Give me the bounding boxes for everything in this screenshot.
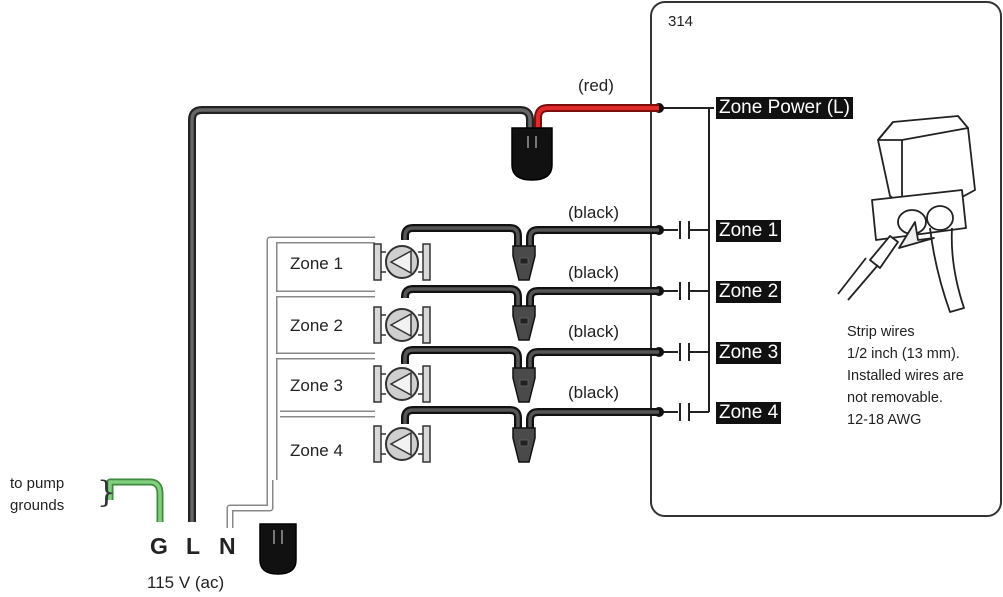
ground-note-line1: to pump <box>10 475 65 492</box>
pump-icon-zone1 <box>373 243 431 281</box>
terminal-label-zone4: Zone 4 <box>716 402 782 424</box>
wire-color-black-zone2: (black) <box>568 263 620 282</box>
controller-model: 314 <box>668 13 694 30</box>
terminal-bus <box>663 107 714 421</box>
wire-color-black-zone1: (black) <box>568 203 620 222</box>
pump-label-zone3: Zone 3 <box>290 376 343 395</box>
wire-color-black-zone4: (black) <box>568 383 620 402</box>
pump-label-zone4: Zone 4 <box>290 441 343 460</box>
terminal-label-zone2: Zone 2 <box>716 281 782 303</box>
pump-label-zone2: Zone 2 <box>290 316 343 335</box>
terminal-label-power: Zone Power (L) <box>716 97 853 119</box>
neutral-wires <box>226 236 375 528</box>
brace-icon: } <box>97 475 117 510</box>
terminal-insertion-illustration <box>837 115 976 313</box>
line-wire <box>188 106 534 522</box>
terminal-label-zone1: Zone 1 <box>716 220 782 242</box>
pump-label-zone1: Zone 1 <box>290 254 343 273</box>
pump-icon-zone3 <box>373 365 431 403</box>
wire-nut-zone2 <box>512 305 536 341</box>
wire-nut-power <box>511 127 553 181</box>
supply-line: L <box>186 533 201 559</box>
ground-note-line2: grounds <box>10 497 65 514</box>
strip-note-line3: Installed wires are <box>847 368 964 384</box>
wire-nut-neutral <box>259 523 297 575</box>
strip-note-line1: Strip wires <box>847 324 915 340</box>
strip-note-line5: 12-18 AWG <box>847 412 922 428</box>
wire-color-black-zone3: (black) <box>568 322 620 341</box>
controller-box <box>650 1 1002 517</box>
supply-ground: G <box>150 533 168 559</box>
supply-voltage: 115 V (ac) <box>147 573 225 592</box>
red-wire <box>534 104 659 130</box>
wire-nut-zone4 <box>512 427 536 463</box>
wire-color-red: (red) <box>578 76 614 95</box>
ground-wire <box>106 478 164 522</box>
supply-neutral: N <box>219 533 236 559</box>
zone-wires <box>401 224 659 428</box>
wire-nut-zone1 <box>512 245 536 281</box>
pump-icon-zone2 <box>373 306 431 344</box>
strip-note-line2: 1/2 inch (13 mm). <box>847 346 960 362</box>
pump-icon-zone4 <box>373 425 431 463</box>
strip-note-line4: not removable. <box>847 390 943 406</box>
wire-nut-zone3 <box>512 367 536 403</box>
terminal-label-zone3: Zone 3 <box>716 342 782 364</box>
